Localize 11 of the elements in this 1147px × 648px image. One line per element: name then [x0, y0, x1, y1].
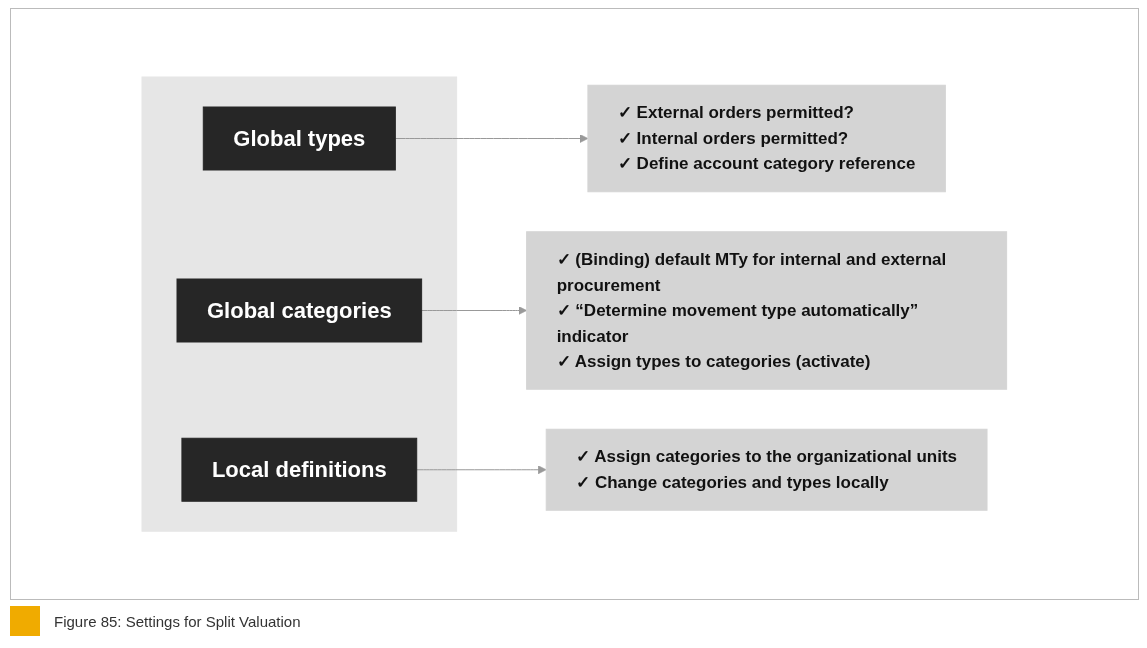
- arrow: [416, 465, 547, 475]
- node-box: Global categories: [176, 278, 423, 343]
- cluster: [141, 76, 458, 532]
- node-box: ✓ External orders permitted? ✓ Internal orders permitted? ✓ Define account category reference: [587, 84, 947, 193]
- node-box: Local definitions: [181, 437, 418, 502]
- node-box: ✓ Assign categories to the organizational units ✓ Change categories and types locally: [545, 428, 988, 511]
- arrow: [421, 306, 528, 315]
- figure-caption: Figure 85: Settings for Split Valuation: [54, 612, 301, 630]
- arrow: [395, 134, 589, 143]
- node-box: ✓ (Binding) default MTy for internal and external procurement ✓ “Determine movement type automatically” indicator ✓ Assign types to categories (activate): [526, 231, 1008, 390]
- node-box: Global types: [203, 106, 396, 171]
